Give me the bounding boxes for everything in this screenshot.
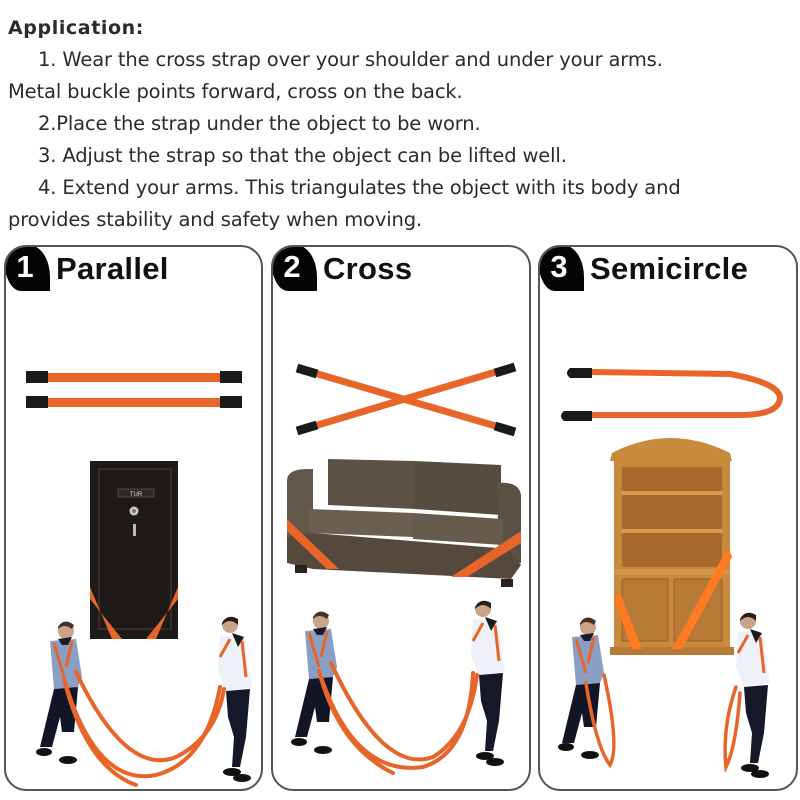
sofa-icon xyxy=(287,459,521,587)
cross-illustration xyxy=(287,362,521,775)
instructions-title: Application: xyxy=(8,17,144,39)
instruction-line-2: Metal buckle points forward, cross on th… xyxy=(8,80,463,103)
left-mover-figure-icon xyxy=(291,611,337,754)
panel-cross: 2 Cross xyxy=(271,245,531,791)
panel-semicircle: 3 Semicircle xyxy=(538,245,798,791)
semicircle-strap-icon xyxy=(561,368,784,421)
step-number-badge: 2 xyxy=(273,247,317,291)
cross-straps-icon xyxy=(295,362,517,437)
step-number-badge: 3 xyxy=(540,247,584,291)
semicircle-illustration xyxy=(558,368,784,778)
application-instructions: Application: 1. Wear the cross strap ove… xyxy=(8,14,798,236)
right-mover-figure-icon xyxy=(218,616,252,782)
hanging-straps-icon xyxy=(317,661,479,775)
hanging-straps-icon xyxy=(62,670,226,787)
hanging-straps-icon xyxy=(584,673,742,774)
left-mover-figure-icon xyxy=(36,621,82,764)
parallel-straps-icon xyxy=(26,371,242,408)
gun-safe-icon: TUR xyxy=(90,461,178,639)
panel-title: Cross xyxy=(323,251,413,286)
panel-title: Semicircle xyxy=(590,251,749,286)
instruction-line-1: 1. Wear the cross strap over your should… xyxy=(38,48,663,71)
instruction-line-3: 2.Place the strap under the object to be… xyxy=(38,112,481,135)
svg-text:TUR: TUR xyxy=(130,492,143,498)
instruction-line-5: 4. Extend your arms. This triangulates t… xyxy=(38,176,681,199)
instruction-line-4: 3. Adjust the strap so that the object c… xyxy=(38,144,567,167)
instruction-line-6: provides stability and safety when movin… xyxy=(8,208,422,231)
step-number-badge: 1 xyxy=(6,247,50,291)
right-mover-figure-icon xyxy=(736,612,770,778)
right-mover-figure-icon xyxy=(471,600,505,766)
bookcase-icon xyxy=(610,438,734,655)
left-mover-figure-icon xyxy=(558,617,604,759)
panel-title: Parallel xyxy=(56,251,169,286)
parallel-illustration: TUR xyxy=(26,371,252,787)
panel-parallel: TUR xyxy=(4,245,263,791)
